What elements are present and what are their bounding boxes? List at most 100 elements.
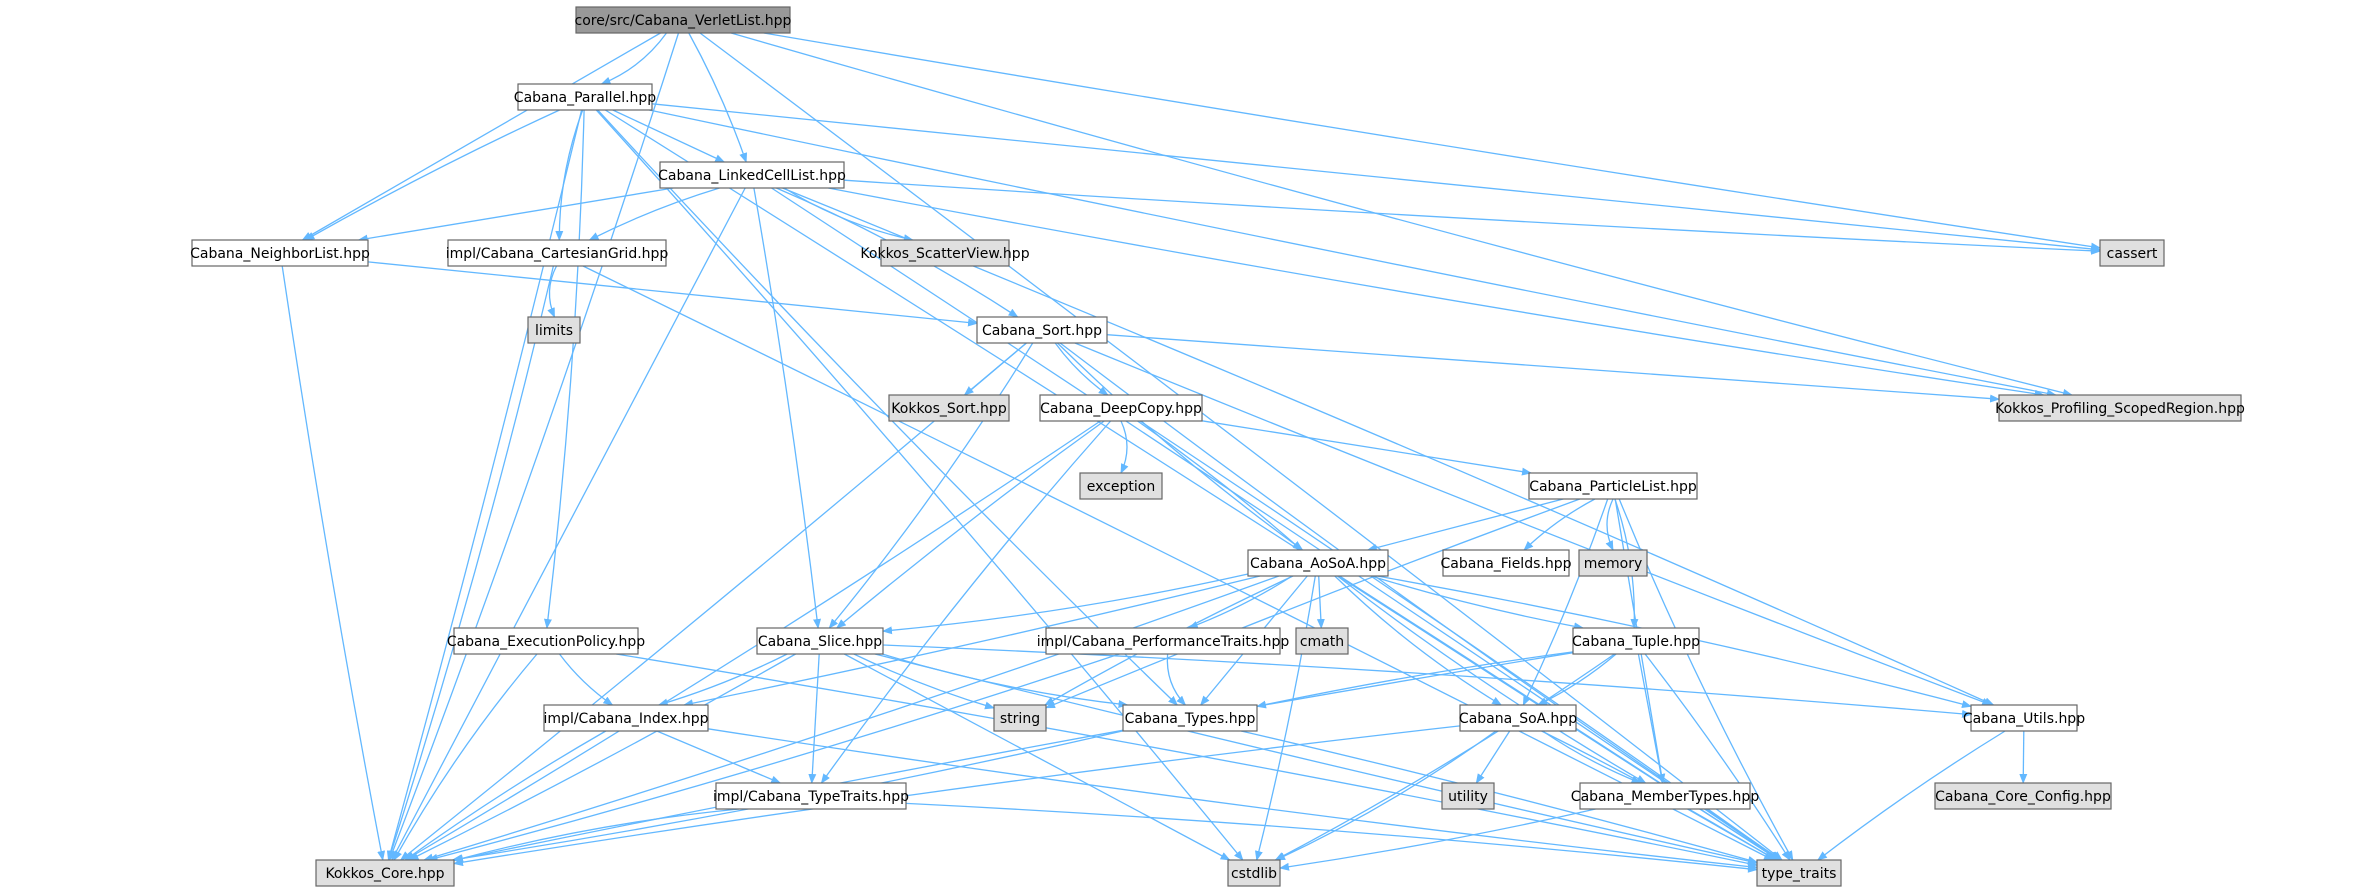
node-label: utility: [1448, 789, 1488, 805]
edge-path: [367, 261, 978, 327]
node-tuple[interactable]: Cabana_Tuple.hpp: [1572, 627, 1700, 655]
node-box: [1295, 627, 1349, 655]
node-deepcopy[interactable]: Cabana_DeepCopy.hpp: [1039, 394, 1203, 422]
edge-path: [304, 109, 560, 241]
node-label: Cabana_Types.hpp: [1125, 711, 1256, 727]
edge-particlelist-to-soa: [1522, 498, 1609, 706]
edge-linked-to-profiling: [828, 187, 2045, 398]
edge-verlet-to-kokkoscore: [388, 32, 680, 861]
edge-linked-to-cartesian: [588, 187, 720, 241]
edge-aosoa-to-perftraits: [1187, 575, 1293, 629]
node-box: [659, 161, 845, 189]
edge-path: [555, 109, 584, 241]
edge-particlelist-to-fields: [1523, 498, 1596, 551]
node-box: [1442, 549, 1570, 577]
node-box: [1528, 472, 1698, 500]
edge-soa-to-membertypes: [1542, 730, 1642, 784]
edge-membertypes-to-cstdlib: [1279, 808, 1596, 871]
edge-path: [1366, 498, 1564, 552]
node-string: string: [993, 704, 1047, 732]
edge-path: [547, 265, 558, 318]
node-particlelist[interactable]: Cabana_ParticleList.hpp: [1528, 472, 1698, 500]
edge-sort-to-slice: [828, 342, 1034, 629]
edge-path: [393, 653, 538, 861]
node-neighbor[interactable]: Cabana_NeighborList.hpp: [190, 239, 370, 267]
node-perftraits[interactable]: impl/Cabana_PerformanceTraits.hpp: [1037, 627, 1290, 655]
edge-index-to-kokkoscore: [404, 730, 607, 861]
edge-path: [404, 420, 1101, 861]
node-label: Cabana_MemberTypes.hpp: [1571, 789, 1760, 805]
node-types[interactable]: Cabana_Types.hpp: [1122, 704, 1258, 732]
node-box: [1227, 859, 1281, 887]
node-exception: exception: [1079, 472, 1163, 500]
edge-tuple-to-kokkoscore: [453, 652, 1574, 863]
node-layer: core/src/Cabana_VerletList.hppCabana_Par…: [190, 6, 2245, 887]
edge-path: [1542, 730, 1642, 784]
edge-parallel-to-types: [597, 109, 1179, 706]
edge-path: [1334, 575, 1503, 706]
node-membertypes[interactable]: Cabana_MemberTypes.hpp: [1571, 782, 1760, 810]
node-box: [1998, 394, 2242, 422]
node-box: [1578, 549, 1648, 577]
node-cstdlib: cstdlib: [1227, 859, 1281, 887]
edge-path: [543, 109, 585, 629]
edge-linked-to-type_traits: [771, 187, 1781, 861]
edge-parallel-to-kokkoscore: [386, 109, 583, 861]
node-label: impl/Cabana_CartesianGrid.hpp: [446, 246, 669, 262]
edge-path: [387, 265, 555, 861]
node-utils[interactable]: Cabana_Utils.hpp: [1963, 704, 2085, 732]
node-verlet[interactable]: core/src/Cabana_VerletList.hpp: [575, 6, 792, 34]
node-soa[interactable]: Cabana_SoA.hpp: [1459, 704, 1577, 732]
node-typetraits_impl[interactable]: impl/Cabana_TypeTraits.hpp: [713, 782, 909, 810]
node-label: memory: [1584, 556, 1643, 572]
node-label: Kokkos_Core.hpp: [325, 866, 444, 882]
edge-path: [1166, 653, 1187, 706]
node-box: [447, 239, 667, 267]
edge-path: [828, 342, 1034, 629]
node-linked[interactable]: Cabana_LinkedCellList.hpp: [658, 161, 846, 189]
edge-path: [1316, 575, 1325, 629]
edge-path: [905, 802, 1758, 873]
edge-verlet-to-cassert: [763, 32, 2101, 251]
node-label: Cabana_Tuple.hpp: [1572, 634, 1700, 650]
edge-path: [1274, 653, 1615, 861]
node-box: [993, 704, 1047, 732]
edge-path: [763, 32, 2101, 251]
edge-particlelist-to-type_traits: [1618, 498, 1794, 861]
node-coreconfig: Cabana_Core_Config.hpp: [1934, 782, 2112, 810]
edge-slice-to-index: [657, 653, 788, 707]
node-label: Cabana_Fields.hpp: [1441, 556, 1572, 572]
edge-path: [600, 32, 668, 85]
edge-path: [408, 653, 796, 861]
node-label: Cabana_AoSoA.hpp: [1250, 556, 1386, 572]
node-utility: utility: [1441, 782, 1495, 810]
edge-path: [1106, 334, 2000, 403]
node-fields[interactable]: Cabana_Fields.hpp: [1441, 549, 1572, 577]
node-execpolicy[interactable]: Cabana_ExecutionPolicy.hpp: [447, 627, 645, 655]
edge-path: [453, 652, 1574, 863]
edge-index-to-typetraits_impl: [656, 730, 782, 784]
node-sort[interactable]: Cabana_Sort.hpp: [976, 316, 1108, 344]
edge-tuple-to-cstdlib: [1274, 653, 1615, 861]
edge-path: [582, 265, 1774, 861]
edge-path: [882, 573, 1249, 635]
edge-path: [753, 187, 822, 629]
node-index[interactable]: impl/Cabana_Index.hpp: [543, 704, 709, 732]
node-box: [1459, 704, 1577, 732]
edge-path: [874, 653, 1758, 865]
edge-linked-to-neighbor: [357, 187, 674, 243]
node-ksort: Kokkos_Sort.hpp: [888, 394, 1010, 422]
edge-parallel-to-profiling: [649, 109, 2057, 398]
node-parallel[interactable]: Cabana_Parallel.hpp: [514, 83, 656, 111]
node-label: core/src/Cabana_VerletList.hpp: [575, 13, 792, 29]
edge-path: [657, 653, 788, 707]
node-aosoa[interactable]: Cabana_AoSoA.hpp: [1247, 549, 1389, 577]
node-box: [756, 627, 884, 655]
edge-parallel-to-cassert: [651, 103, 2101, 253]
node-slice[interactable]: Cabana_Slice.hpp: [756, 627, 884, 655]
edge-soa-to-kokkoscore: [453, 725, 1461, 867]
node-cartesian[interactable]: impl/Cabana_CartesianGrid.hpp: [446, 239, 669, 267]
node-label: type_traits: [1762, 866, 1837, 882]
node-box: [880, 239, 1010, 267]
edge-path: [783, 187, 914, 243]
